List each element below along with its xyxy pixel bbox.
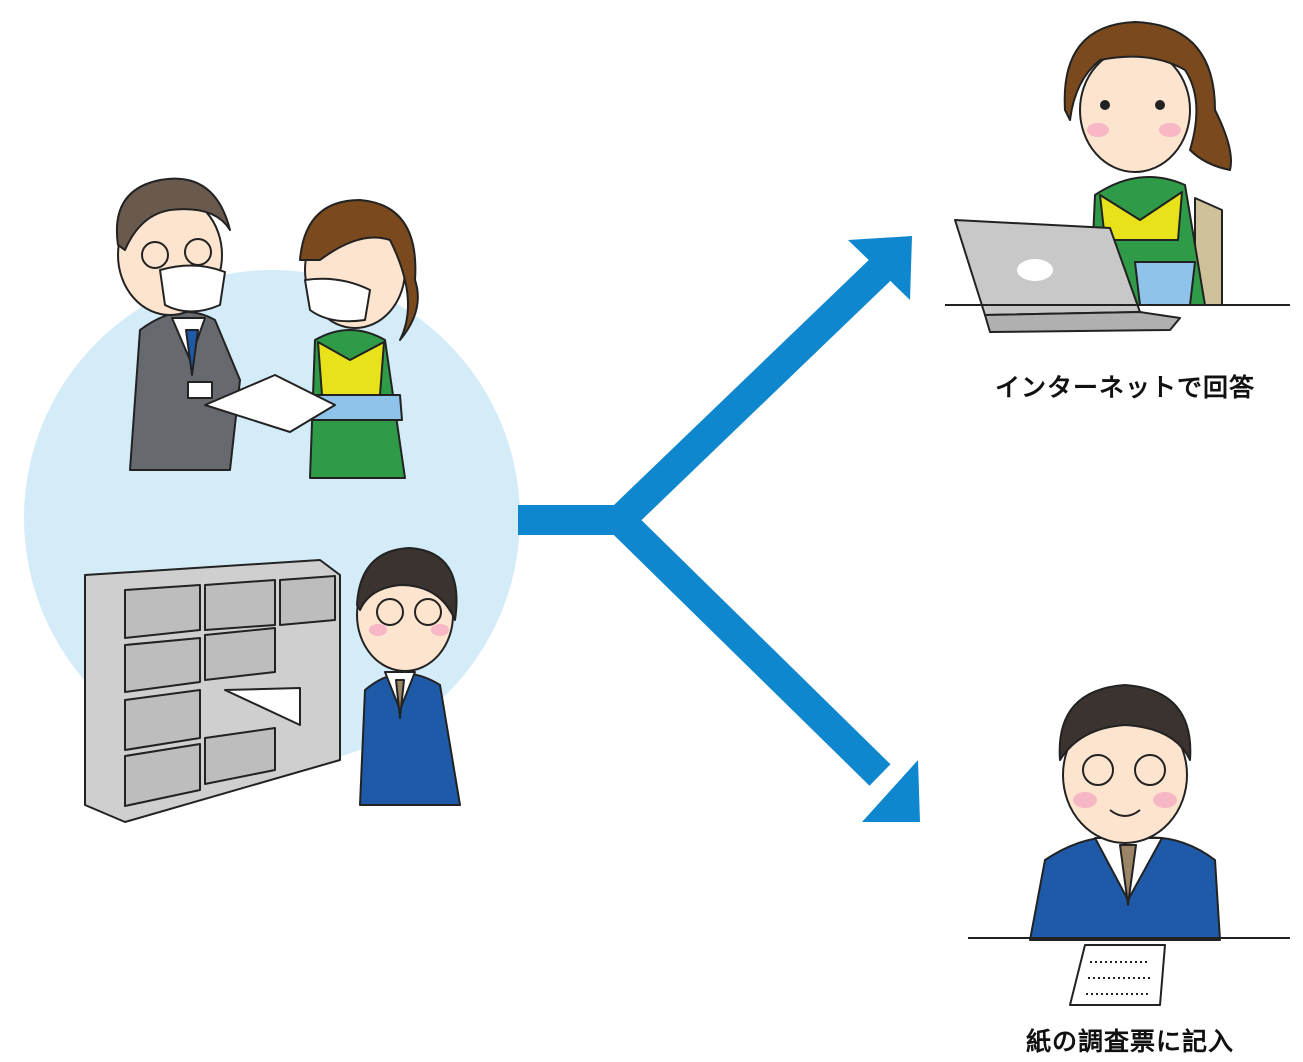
mailbox-staff-icon [84, 547, 461, 823]
caption-paper-form: 紙の調査票に記入 [1025, 1027, 1234, 1056]
arrowhead-down [862, 760, 920, 822]
arrowhead-up [848, 236, 912, 300]
paper-respondent-icon [1029, 684, 1221, 1006]
delivery-staff-icon [115, 177, 419, 479]
caption-internet-answer: インターネットで回答 [994, 373, 1255, 402]
branch-arrow-icon [518, 259, 891, 786]
laptop-respondent-icon [954, 21, 1232, 333]
